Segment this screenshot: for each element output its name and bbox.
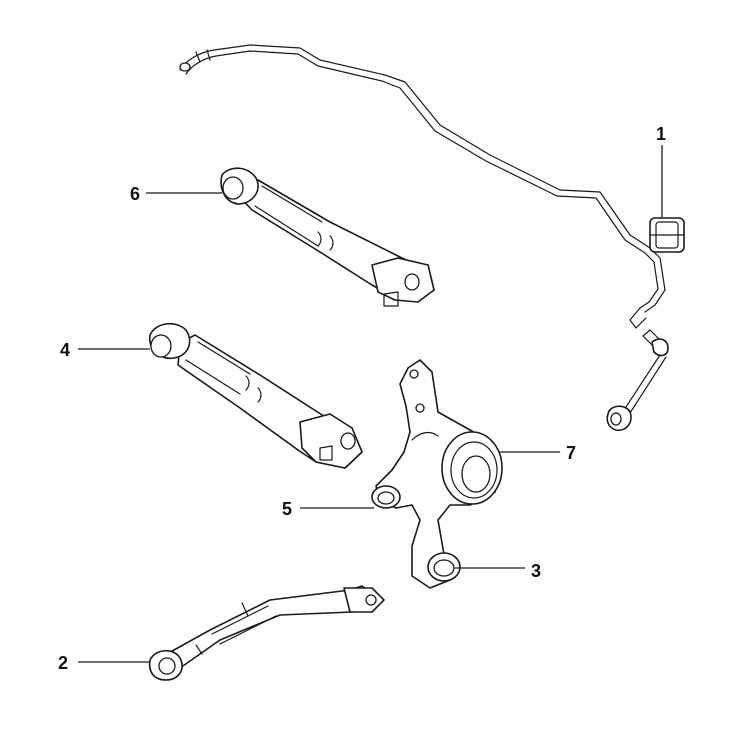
- upper-control-arm: [220, 167, 435, 307]
- lower-control-arm: [148, 585, 385, 681]
- callout-7: 7: [566, 443, 576, 463]
- callout-1: 1: [656, 124, 666, 144]
- stabilizer-bar: [179, 44, 666, 329]
- steering-knuckle: [371, 359, 503, 589]
- callout-2: 2: [58, 653, 68, 673]
- callout-5: 5: [282, 499, 292, 519]
- stabilizer-link: [606, 329, 669, 432]
- leader-lines: [78, 145, 663, 663]
- lateral-arm: [149, 322, 363, 469]
- callout-3: 3: [531, 561, 541, 581]
- callout-6: 6: [130, 184, 140, 204]
- callout-4: 4: [60, 340, 70, 360]
- stabilizer-bushing: [649, 217, 685, 253]
